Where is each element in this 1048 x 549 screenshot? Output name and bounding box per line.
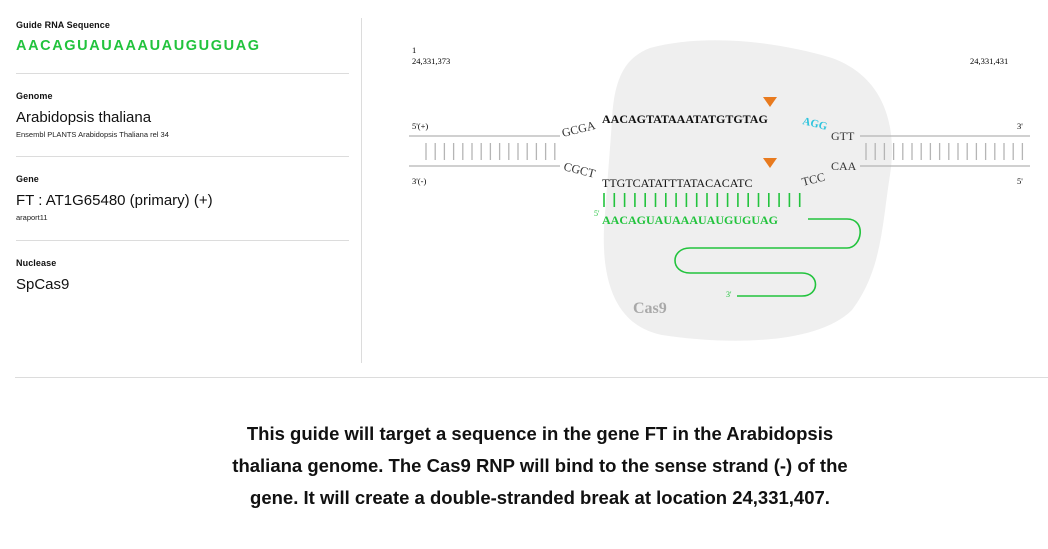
top-strand-right-label: 3' [1017,121,1023,131]
top-flank-right: GTT [831,129,855,143]
nuclease-name: SpCas9 [16,276,70,293]
nuclease-section: Nuclease SpCas9 [16,241,349,293]
cas9-label: Cas9 [633,300,667,317]
top-flank-left: GCGA [560,118,597,140]
gene-label: Gene [16,174,39,184]
coord-start: 24,331,373 [412,56,450,66]
guide-3prime-label: 3' [726,290,732,299]
pam-sequence: AGG [801,115,829,133]
top-target-sequence: AACAGTATAAATATGTGTAG [602,112,768,126]
sidebar-info: Guide RNA Sequence AACAGUAUAAAUAUGUGUAG … [16,0,349,293]
gene-section: Gene FT : AT1G65480 (primary) (+) arapor… [16,157,349,241]
genome-release: Ensembl PLANTS Arabidopsis Thaliana rel … [16,130,169,139]
guide-rna-scaffold [674,218,861,297]
bottom-target-sequence: TTGTCATATTTATACACATC [602,176,752,190]
top-strand-left-label: 5'(+) [412,121,428,131]
bottom-cut-marker-icon [763,158,777,168]
bottom-strand-right-label: 5' [1017,176,1023,186]
dna-duplex-left [409,135,560,167]
summary-text: This guide will target a sequence in the… [232,423,848,508]
bottom-strand-left-label: 3'(-) [412,176,426,186]
top-cut-marker-icon [763,97,777,107]
gene-name: FT : AT1G65480 (primary) (+) [16,192,213,209]
bottom-flank-right: CAA [831,159,857,173]
dna-duplex-right [860,135,1030,167]
coord-end: 24,331,431 [970,56,1008,66]
bottom-flank-mid: TCC [800,170,826,189]
guide-5prime-label: 5' [594,209,600,218]
genome-name: Arabidopsis thaliana [16,109,152,126]
genome-label: Genome [16,91,53,101]
guide-rna-sequence: AACAGUAUAAAUAUGUGUAG [16,38,261,54]
guide-rna-diagram-sequence: AACAGUAUAAAUAUGUGUAG [602,213,778,227]
cas9-binding-diagram: 1 24,331,373 24,331,431 5'(+) 3' 3'(-) 5… [409,40,1030,341]
nuclease-label: Nuclease [16,258,57,268]
horizontal-divider [15,377,1048,378]
vertical-divider [361,18,362,363]
guide-rna-section: Guide RNA Sequence AACAGUAUAAAUAUGUGUAG [16,0,349,74]
position-index: 1 [412,45,416,55]
genome-section: Genome Arabidopsis thaliana Ensembl PLAN… [16,74,349,157]
guide-base-pair-ticks [603,193,801,207]
gene-source: araport11 [16,213,48,222]
guide-rna-label: Guide RNA Sequence [16,20,110,30]
bottom-flank-left: CGCT [562,159,597,180]
